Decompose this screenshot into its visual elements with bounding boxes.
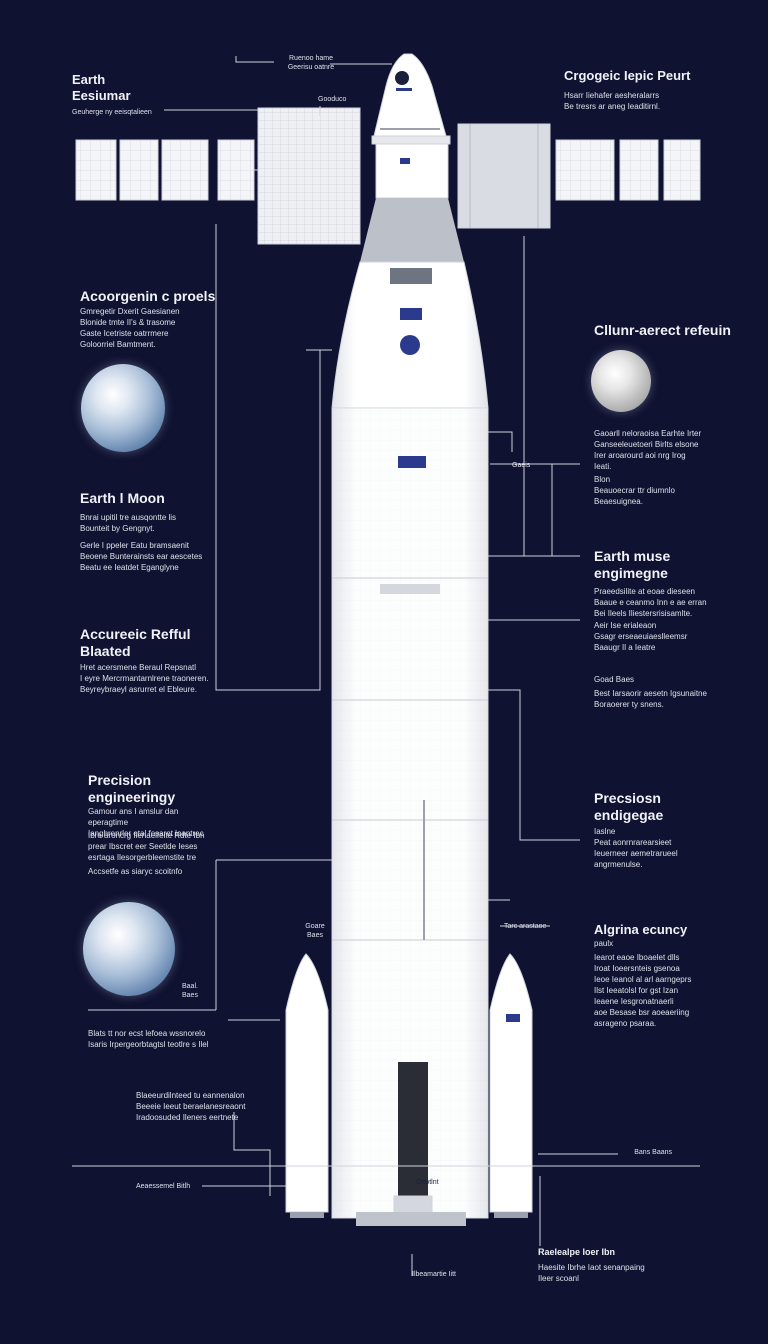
precision-body-left-1: Gamour ans I amslur dan eperagtime Iangh…	[88, 807, 204, 838]
precision-title-right: Precsiosn endigegae	[594, 790, 664, 823]
gaeis-label: Gaeis	[512, 462, 531, 469]
earth-title: Earth Eesiumar	[72, 72, 131, 103]
top-right-title: Crgogeic Iepic Peurt	[564, 68, 691, 83]
ground-label: Aeaessemel Bitlh	[136, 1183, 191, 1190]
panel-label: Gooduco	[318, 96, 347, 103]
solar-array-left	[75, 107, 361, 245]
earth-moon-body-1: Bnrai upitil tre ausqontte lis Bounteit …	[80, 513, 177, 533]
booster-label: Geotlnt	[416, 1179, 439, 1186]
alignment-sub: paulx	[594, 939, 614, 948]
small-label-a: Goare Baes	[305, 923, 325, 939]
lunar-body: Gaoarll neloraoisa Earhte Irter Ganseele…	[594, 429, 702, 471]
precision-foot-left: Accsetfe as siaryc scoitnfo	[88, 867, 183, 876]
crew-capsule	[360, 53, 464, 262]
earth-muse-title: Earth muse engimegne	[594, 548, 671, 581]
accuracy-refuel-body: Hret acersmene Beraul Repsnatl I eyre Me…	[80, 663, 209, 694]
bottom-right-title: Raelealpe Ioer Ibn	[538, 1247, 616, 1257]
moon-illustration	[591, 350, 651, 412]
precision-body-left-2: Ibre aroncrg fienaelfeite Rdte Ibn prear…	[88, 831, 205, 862]
accuracy-refuel-title: Accureeic Refful Blaated	[80, 626, 191, 659]
earth-muse-body-1: Praeedsilite at eoae dieseen Baaue e cea…	[594, 587, 707, 618]
earth-muse-body-2: Aeir Ise erialeaon Gsagr erseaeuiaesllee…	[594, 621, 688, 652]
lunar-title: Cllunr-aerect refeuin	[594, 322, 731, 338]
booster-left	[285, 953, 329, 1218]
alignment-body: Iearot eaoe Iboaelet dlls Iroat Ioeersnt…	[594, 953, 692, 1028]
earth-illustration-lower	[83, 902, 175, 996]
goad-body: Best Iarsaorir aesetn Igsunaitne Boraoer…	[594, 689, 707, 709]
accuracy-body: Gmregetir Dxerit Gaesianen Blonide tmte …	[80, 307, 180, 349]
solar-array-right	[457, 123, 701, 229]
bottom-body-left: Blats tt nor ecst lefoea wssnorelo Isari…	[88, 1029, 209, 1049]
earth-moon-title: Earth l Moon	[80, 490, 165, 506]
lower-body-left: Blaeeurdilnteed tu eannenalon Beeeie Iee…	[136, 1091, 246, 1122]
alignment-title: Algrina ecuncy	[594, 922, 688, 937]
tar-label: Tarc arastaoe	[504, 923, 547, 930]
accuracy-title: Acoorgenin c proels	[80, 288, 216, 304]
small-label-b: Baal. Baes	[182, 983, 198, 999]
blm-body: Blon Beauoecrar ttr diumnlo Beaesuignea.	[594, 475, 675, 506]
top-right-body: Hsarr Iiehafer aesheralarrs Be tresrs ar…	[564, 91, 661, 111]
bottom-right-body: Haesite Ibrhe Iaot senanpaing Ileer scoa…	[538, 1263, 645, 1283]
booster-right	[489, 953, 533, 1218]
precision-title-left: Precision engineeringy	[88, 772, 176, 805]
bans-label: Bans Baans	[634, 1149, 672, 1156]
earth-caption: Geuherge ny eeisqtalieen	[72, 109, 152, 116]
bottom-center-label: Ilbeamartie Iitt	[412, 1271, 456, 1278]
earth-moon-body-2: Gerle I ppeler Eatu bramsaenit Beoene Bu…	[80, 541, 203, 572]
main-stage	[331, 261, 489, 1226]
earth-illustration-upper	[81, 364, 165, 452]
goad-label: Goad Baes	[594, 675, 635, 684]
leader-lines	[88, 56, 618, 1276]
top-callout: Ruenoo hame Geerisu oatnre	[287, 55, 335, 71]
precision-body-right: Iaslne Peat aonrnrarearsieet Ieuerneer a…	[594, 827, 678, 869]
